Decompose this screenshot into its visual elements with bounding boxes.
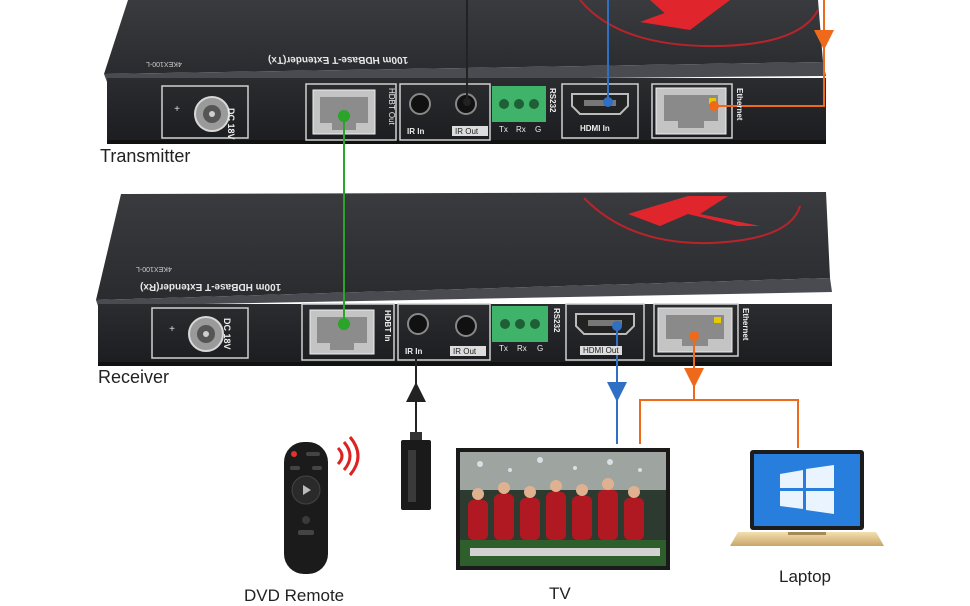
svg-text:+: + <box>169 324 175 335</box>
tv-label: TV <box>549 584 571 604</box>
rx-rs232-label: RS232 <box>552 308 561 332</box>
rx-ir-in-label: IR In <box>405 347 422 356</box>
dvd-remote-label: DVD Remote <box>244 586 344 606</box>
tx-rs232-label: RS232 <box>548 88 557 112</box>
rx-g-label: G <box>537 344 543 353</box>
tx-tx-label: Tx <box>499 125 508 134</box>
rx-tx-label: Tx <box>499 344 508 353</box>
tx-ethernet-label: Ethernet <box>735 88 744 120</box>
laptop <box>730 450 884 546</box>
transmitter-model-text: 100m HDBase-T Extender(Tx) <box>267 54 408 65</box>
rx-hdbt-label: HDBT In <box>383 310 392 342</box>
receiver-label: Receiver <box>98 367 169 388</box>
receiver-unit: + <box>96 192 832 366</box>
transmitter-part-number: 4KEX100-L <box>146 60 182 67</box>
transmitter-unit: + <box>104 0 826 144</box>
tx-g-label: G <box>535 125 541 134</box>
rx-dc-label: DC 18V <box>222 318 232 350</box>
svg-text:+: + <box>174 104 180 115</box>
dvd-remote <box>284 437 358 574</box>
ir-receiver-dongle <box>401 432 431 510</box>
tx-rx-label: Rx <box>516 125 526 134</box>
rx-rx-label: Rx <box>517 344 527 353</box>
tx-ir-in-label: IR In <box>407 127 424 136</box>
receiver-part-number: 4KEX100-L <box>136 265 172 272</box>
tx-dc-label: DC 18V <box>226 108 236 140</box>
tx-hdbt-label: HDBT Out <box>387 88 396 125</box>
tx-hdmi-label: HDMI In <box>580 124 610 133</box>
transmitter-label: Transmitter <box>100 146 190 167</box>
receiver-model-text: 100m HDBase-T Extender(Rx) <box>140 281 281 292</box>
rx-ethernet-label: Ethernet <box>741 308 750 340</box>
tv <box>456 448 670 570</box>
tx-ir-out-label: IR Out <box>455 127 478 136</box>
laptop-label: Laptop <box>779 567 831 587</box>
rx-hdmi-label: HDMI Out <box>580 346 622 355</box>
rx-ir-out-label: IR Out <box>453 347 476 356</box>
